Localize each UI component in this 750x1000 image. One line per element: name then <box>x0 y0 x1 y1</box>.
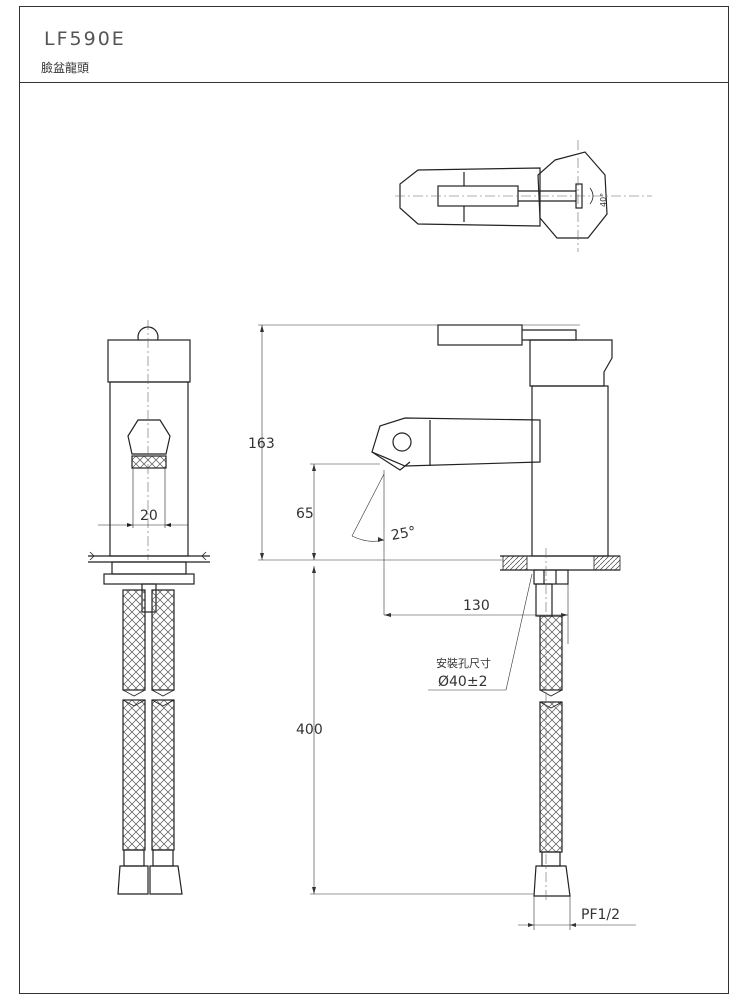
front-view-aerator <box>127 419 171 455</box>
front-view-hose-right <box>151 589 175 691</box>
dim-mount-hole-size: Ø40±2 <box>438 674 487 690</box>
side-view-body <box>531 385 609 557</box>
front-view-body <box>109 381 189 557</box>
dim-spout-angle: 25° <box>390 524 417 544</box>
front-view <box>88 320 210 895</box>
drawing-sheet-border <box>19 6 729 994</box>
side-view-spout <box>371 417 541 467</box>
side-view <box>371 324 621 900</box>
dim-spout-reach: 130 <box>463 598 490 614</box>
header-divider <box>19 82 729 83</box>
dim-thread: PF1/2 <box>581 907 620 923</box>
dimension-lines <box>258 324 636 930</box>
side-view-hose <box>539 615 563 691</box>
model-number: LF590E <box>44 28 126 50</box>
top-view-body <box>537 151 608 239</box>
dim-total-height: 163 <box>248 436 275 452</box>
top-view-spout <box>399 167 541 227</box>
dim-spout-height: 65 <box>296 506 314 522</box>
dim-mount-hole-label: 安裝孔尺寸 <box>436 656 491 670</box>
dim-base-width: 20 <box>140 508 158 524</box>
top-view: 40° <box>395 140 652 252</box>
side-view-lever <box>437 324 523 346</box>
dim-hose-length: 400 <box>296 722 323 738</box>
svg-text:40°: 40° <box>599 193 608 207</box>
front-view-hose-left <box>122 589 146 691</box>
product-name: 臉盆龍頭 <box>41 61 90 75</box>
